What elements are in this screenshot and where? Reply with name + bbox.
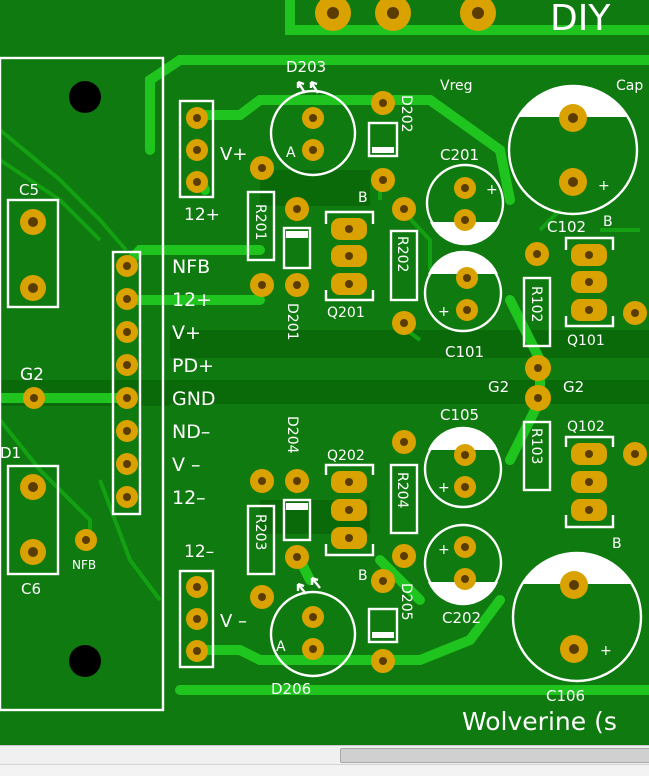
q202-b-label: B bbox=[358, 568, 368, 584]
pcb-canvas: DIY C5 G2 D1 C6 NFB NFB 12+ V+ PD+ GND ND– V –… bbox=[0, 0, 649, 745]
d203-outline bbox=[269, 89, 357, 177]
d205-outline bbox=[367, 607, 399, 644]
c105-label: C105 bbox=[440, 406, 479, 424]
r102-outline bbox=[522, 276, 552, 348]
connector-label: NFB bbox=[172, 256, 210, 278]
led-arrows-top bbox=[296, 80, 320, 94]
q201-outline bbox=[324, 210, 375, 302]
c5-label: C5 bbox=[19, 181, 39, 199]
r103-outline bbox=[522, 420, 552, 492]
d201-outline bbox=[282, 226, 312, 270]
c202-label: C202 bbox=[442, 609, 481, 627]
connector-label: V – bbox=[172, 454, 201, 476]
plus12-top-label: 12+ bbox=[184, 205, 220, 225]
cap-label: Cap bbox=[616, 78, 643, 94]
d205-label: D205 bbox=[398, 583, 414, 621]
r201-label: R201 bbox=[252, 204, 268, 240]
q202-label: Q202 bbox=[327, 448, 365, 464]
q201-label: Q201 bbox=[327, 305, 365, 321]
g2-mid-label: G2 bbox=[488, 378, 509, 396]
d206-outline bbox=[269, 590, 357, 678]
q202-outline bbox=[324, 463, 375, 557]
top-header-pads bbox=[315, 0, 496, 31]
r201-outline bbox=[246, 190, 276, 262]
svg-text:+: + bbox=[486, 182, 498, 198]
q201-b-label: B bbox=[358, 190, 368, 206]
heatsink-outline bbox=[0, 56, 165, 712]
connector-label: 12+ bbox=[172, 289, 212, 311]
d202-label: D202 bbox=[398, 95, 414, 133]
r202-label: R202 bbox=[394, 236, 410, 272]
c6-label: C6 bbox=[21, 580, 41, 598]
vreg-label: Vreg bbox=[440, 78, 473, 94]
d206-anode-label: A bbox=[276, 639, 286, 655]
vminus-bot-label: V – bbox=[220, 611, 247, 632]
r203-label: R203 bbox=[252, 514, 268, 550]
q102-b-label: B bbox=[612, 536, 622, 552]
minus12-bot-label: 12– bbox=[184, 542, 214, 562]
top-header-outline bbox=[178, 99, 215, 199]
q101-outline bbox=[564, 236, 615, 328]
connector-label: ND– bbox=[172, 421, 210, 443]
r204-outline bbox=[389, 463, 419, 535]
d204-label: D204 bbox=[284, 416, 300, 454]
led-arrows-bottom bbox=[296, 576, 321, 595]
d206-label: D206 bbox=[271, 680, 311, 698]
d201-label: D201 bbox=[284, 303, 300, 341]
vplus-top-label: V+ bbox=[220, 144, 247, 165]
c201-label: C201 bbox=[440, 146, 479, 164]
c102-b-label: B bbox=[603, 214, 613, 230]
r204-label: R204 bbox=[394, 472, 410, 509]
r203-outline bbox=[246, 504, 276, 576]
d1-label: D1 bbox=[0, 444, 21, 462]
g2-left-label: G2 bbox=[20, 365, 44, 385]
svg-text:+: + bbox=[438, 542, 450, 558]
svg-text:+: + bbox=[598, 178, 610, 194]
connector-labels: NFB 12+ V+ PD+ GND ND– V – 12– bbox=[172, 256, 216, 509]
connector-label: 12– bbox=[172, 487, 206, 509]
header-text: DIY bbox=[550, 0, 611, 39]
connector-pads bbox=[116, 255, 138, 508]
r103-label: R103 bbox=[528, 428, 544, 464]
svg-text:+: + bbox=[600, 643, 612, 659]
r102-label: R102 bbox=[528, 286, 544, 322]
svg-text:+: + bbox=[438, 304, 450, 320]
q101-label: Q101 bbox=[567, 333, 605, 349]
c6-outline bbox=[6, 464, 60, 576]
r202-outline bbox=[389, 229, 419, 302]
d203-label: D203 bbox=[286, 58, 326, 76]
connector-label: GND bbox=[172, 388, 216, 410]
status-bar bbox=[0, 764, 649, 776]
c106-label: C106 bbox=[546, 687, 585, 705]
thin-traces bbox=[0, 128, 640, 602]
pcb-viewport: DIY C5 G2 D1 C6 NFB NFB 12+ V+ PD+ GND ND– V –… bbox=[0, 0, 649, 745]
mounting-hole-top bbox=[69, 81, 101, 113]
c102-label: C102 bbox=[547, 218, 586, 236]
c5-outline bbox=[6, 198, 60, 309]
bottom-header-outline bbox=[178, 569, 215, 669]
q102-label: Q102 bbox=[567, 419, 605, 435]
connector-label: PD+ bbox=[172, 355, 214, 377]
d204-outline bbox=[282, 498, 312, 542]
connector-label: V+ bbox=[172, 322, 201, 344]
scrollbar-thumb[interactable] bbox=[340, 748, 649, 763]
c101-label: C101 bbox=[445, 343, 484, 361]
svg-text:+: + bbox=[438, 480, 450, 496]
q102-outline bbox=[564, 435, 615, 529]
footer-text: Wolverine (s bbox=[462, 707, 617, 736]
g2-right-label: G2 bbox=[563, 378, 584, 396]
nfb-small-label: NFB bbox=[72, 558, 96, 572]
horizontal-scrollbar[interactable] bbox=[0, 745, 649, 764]
connector-outline bbox=[111, 250, 142, 516]
d202-outline bbox=[367, 121, 399, 158]
d203-anode-label: A bbox=[286, 145, 296, 161]
mounting-hole-bottom bbox=[69, 645, 101, 677]
